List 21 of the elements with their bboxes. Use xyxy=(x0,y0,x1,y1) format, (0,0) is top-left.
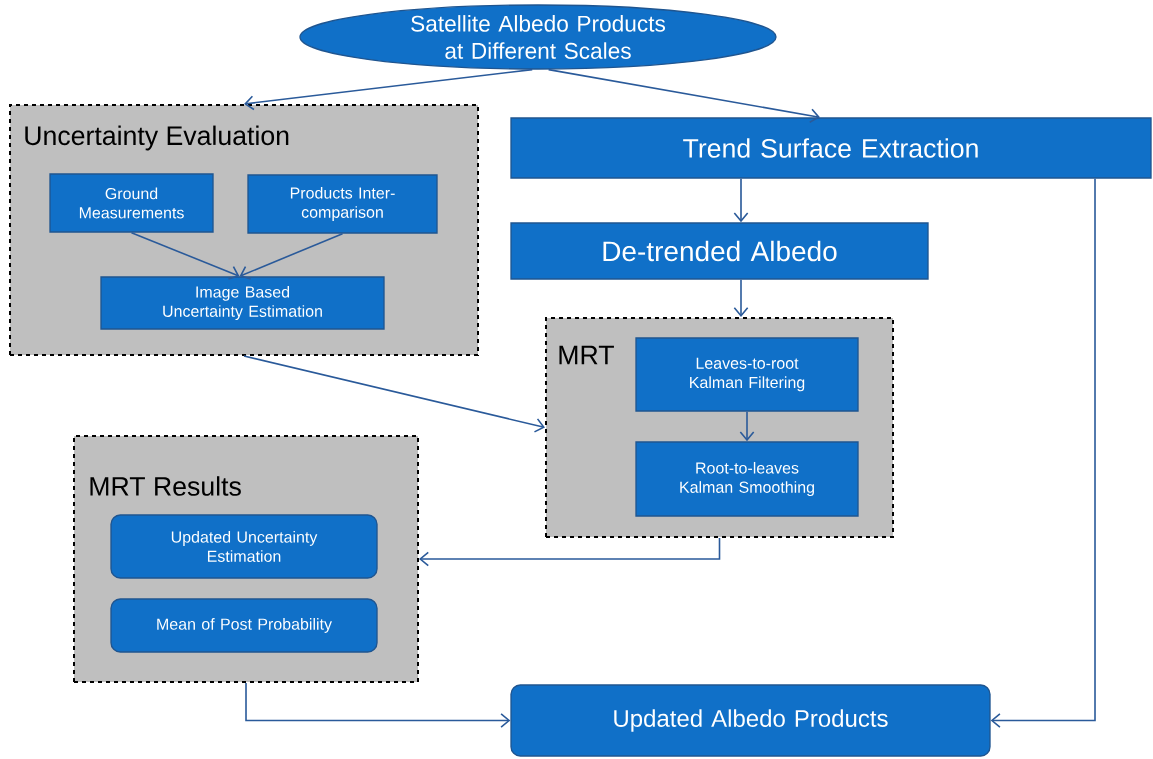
arrow xyxy=(733,177,749,223)
arrow xyxy=(419,537,721,567)
rounded-box: Updated Albedo Products xyxy=(510,684,991,757)
arrow xyxy=(739,410,755,442)
process-box: De-trended Albedo xyxy=(510,222,929,280)
process-box: Products Inter-comparison xyxy=(247,174,438,234)
arrow xyxy=(130,231,240,280)
arrow xyxy=(547,68,820,124)
rounded-box: Mean of Post Probability xyxy=(110,598,378,653)
process-box: Ground Measurements xyxy=(49,173,214,233)
process-box: Trend Surface Extraction xyxy=(510,117,1152,179)
process-box: Image Based Uncertainty Estimation xyxy=(100,276,385,330)
arrow xyxy=(244,68,534,111)
arrow xyxy=(245,682,511,728)
rounded-box: Updated Uncertainty Estimation xyxy=(110,514,378,579)
process-box: Root-to-leaves Kalman Smoothing xyxy=(635,441,859,517)
arrow xyxy=(733,278,749,317)
arrow xyxy=(990,177,1096,728)
arrow xyxy=(243,355,545,433)
arrow xyxy=(239,232,344,280)
process-box: Leaves-to-root Kalman Filtering xyxy=(635,337,859,412)
